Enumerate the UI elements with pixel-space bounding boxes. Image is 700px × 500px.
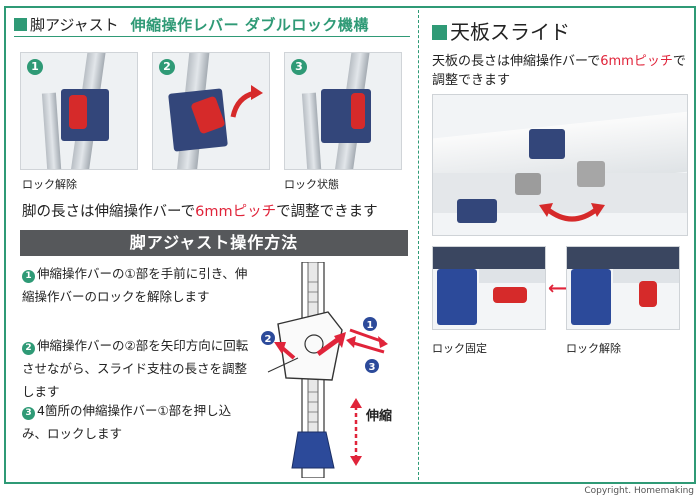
lock-fixed-photo xyxy=(432,246,546,330)
step-number-badge: 3 xyxy=(291,59,307,75)
red-lever-icon xyxy=(69,95,87,129)
tabletop-edge xyxy=(433,247,545,269)
step-number-badge: 2 xyxy=(159,59,175,75)
desc-text: 天板の長さは伸縮操作バーで xyxy=(432,54,601,69)
lever-photo-unlocked: 1 xyxy=(20,52,138,170)
compare-arrow-icon: ⟷ xyxy=(548,278,574,299)
leg-pitch-description: 脚の長さは伸縮操作バーで6mmピッチで調整できます xyxy=(22,200,378,221)
lever-photo-rotating: 2 xyxy=(152,52,270,170)
stretch-label: 伸縮 xyxy=(365,408,392,424)
rail-shape xyxy=(479,269,545,283)
lever-housing-shape xyxy=(277,311,343,381)
rotate-arrow-icon xyxy=(230,85,263,118)
copyright-notice: Copyright. Homemaking xyxy=(584,486,694,496)
step-text: 伸縮操作バーの②部を矢印方向に回転させながら、スライド支柱の長さを調整します xyxy=(22,338,249,399)
callout-1-badge xyxy=(363,317,377,331)
lock-fixed-caption: ロック固定 xyxy=(432,342,487,355)
step-number-badge: 1 xyxy=(22,270,35,283)
leg-adjust-diagram: 1 2 3 伸縮 xyxy=(261,262,392,478)
leg-adjust-heading: 脚アジャスト伸縮操作レバー ダブルロック機構 xyxy=(14,14,369,35)
red-arrow-icon xyxy=(349,340,385,354)
column-divider xyxy=(418,10,419,480)
top-slide-heading: 天板スライド xyxy=(432,16,570,45)
double-lock-subtitle: 伸縮操作レバー ダブルロック機構 xyxy=(130,16,369,34)
blue-bracket xyxy=(437,269,477,325)
rail-shape xyxy=(41,92,63,169)
lever-photo-locked: 3 xyxy=(284,52,402,170)
rail-shape xyxy=(301,92,323,169)
callout-3-text: 3 xyxy=(369,362,376,373)
blue-bracket xyxy=(571,269,611,325)
desc-text: で調整できます xyxy=(276,204,378,220)
procedure-banner: 脚アジャスト操作方法 xyxy=(20,230,408,256)
red-lever-icon xyxy=(639,281,657,307)
red-arrow-icon xyxy=(349,328,385,344)
slide-arrow-icon xyxy=(539,203,605,222)
step-number-badge: 3 xyxy=(22,407,35,420)
step-text: 伸縮操作バーの①部を手前に引き、伸縮操作バーのロックを解除します xyxy=(22,266,248,304)
lock-release-photo xyxy=(566,246,680,330)
unlock-caption: ロック解除 xyxy=(22,178,77,191)
top-slide-photo xyxy=(432,94,688,236)
step-text: 4箇所の伸縮操作バー①部を押し込み、ロックします xyxy=(22,403,232,441)
gray-lever xyxy=(515,173,541,195)
heading-underline xyxy=(14,36,410,37)
gray-lever xyxy=(577,161,605,187)
blue-foot-shape xyxy=(291,431,335,469)
desc-text: 脚の長さは伸縮操作バーで xyxy=(22,204,196,220)
content-frame xyxy=(4,6,696,484)
step-number-badge: 2 xyxy=(22,342,35,355)
red-lever-icon xyxy=(493,287,527,303)
lock-release-caption: ロック解除 xyxy=(566,342,621,355)
rail-shape xyxy=(613,269,679,283)
pitch-highlight: 6mmピッチ xyxy=(600,54,673,69)
blue-bracket xyxy=(529,129,565,159)
callout-2-text: 2 xyxy=(265,334,272,345)
callout-1-text: 1 xyxy=(367,320,374,331)
callout-2-badge xyxy=(261,331,275,345)
top-slide-title: 天板スライド xyxy=(450,20,570,44)
desc-text: で調整できます xyxy=(432,54,686,88)
leg-adjust-title: 脚アジャスト xyxy=(30,16,119,34)
pitch-highlight: 6mmピッチ xyxy=(195,204,277,220)
blue-bracket xyxy=(457,199,497,223)
square-bullet-icon xyxy=(432,25,447,40)
lock-caption: ロック状態 xyxy=(284,178,339,191)
step-number-badge: 1 xyxy=(27,59,43,75)
callout-3-badge xyxy=(365,359,379,373)
pivot-circle xyxy=(304,334,324,354)
top-pitch-description: 天板の長さは伸縮操作バーで6mmピッチで調整できます xyxy=(432,52,688,90)
tabletop-edge xyxy=(567,247,679,269)
square-bullet-icon xyxy=(14,18,27,31)
red-lever-icon xyxy=(351,93,365,129)
